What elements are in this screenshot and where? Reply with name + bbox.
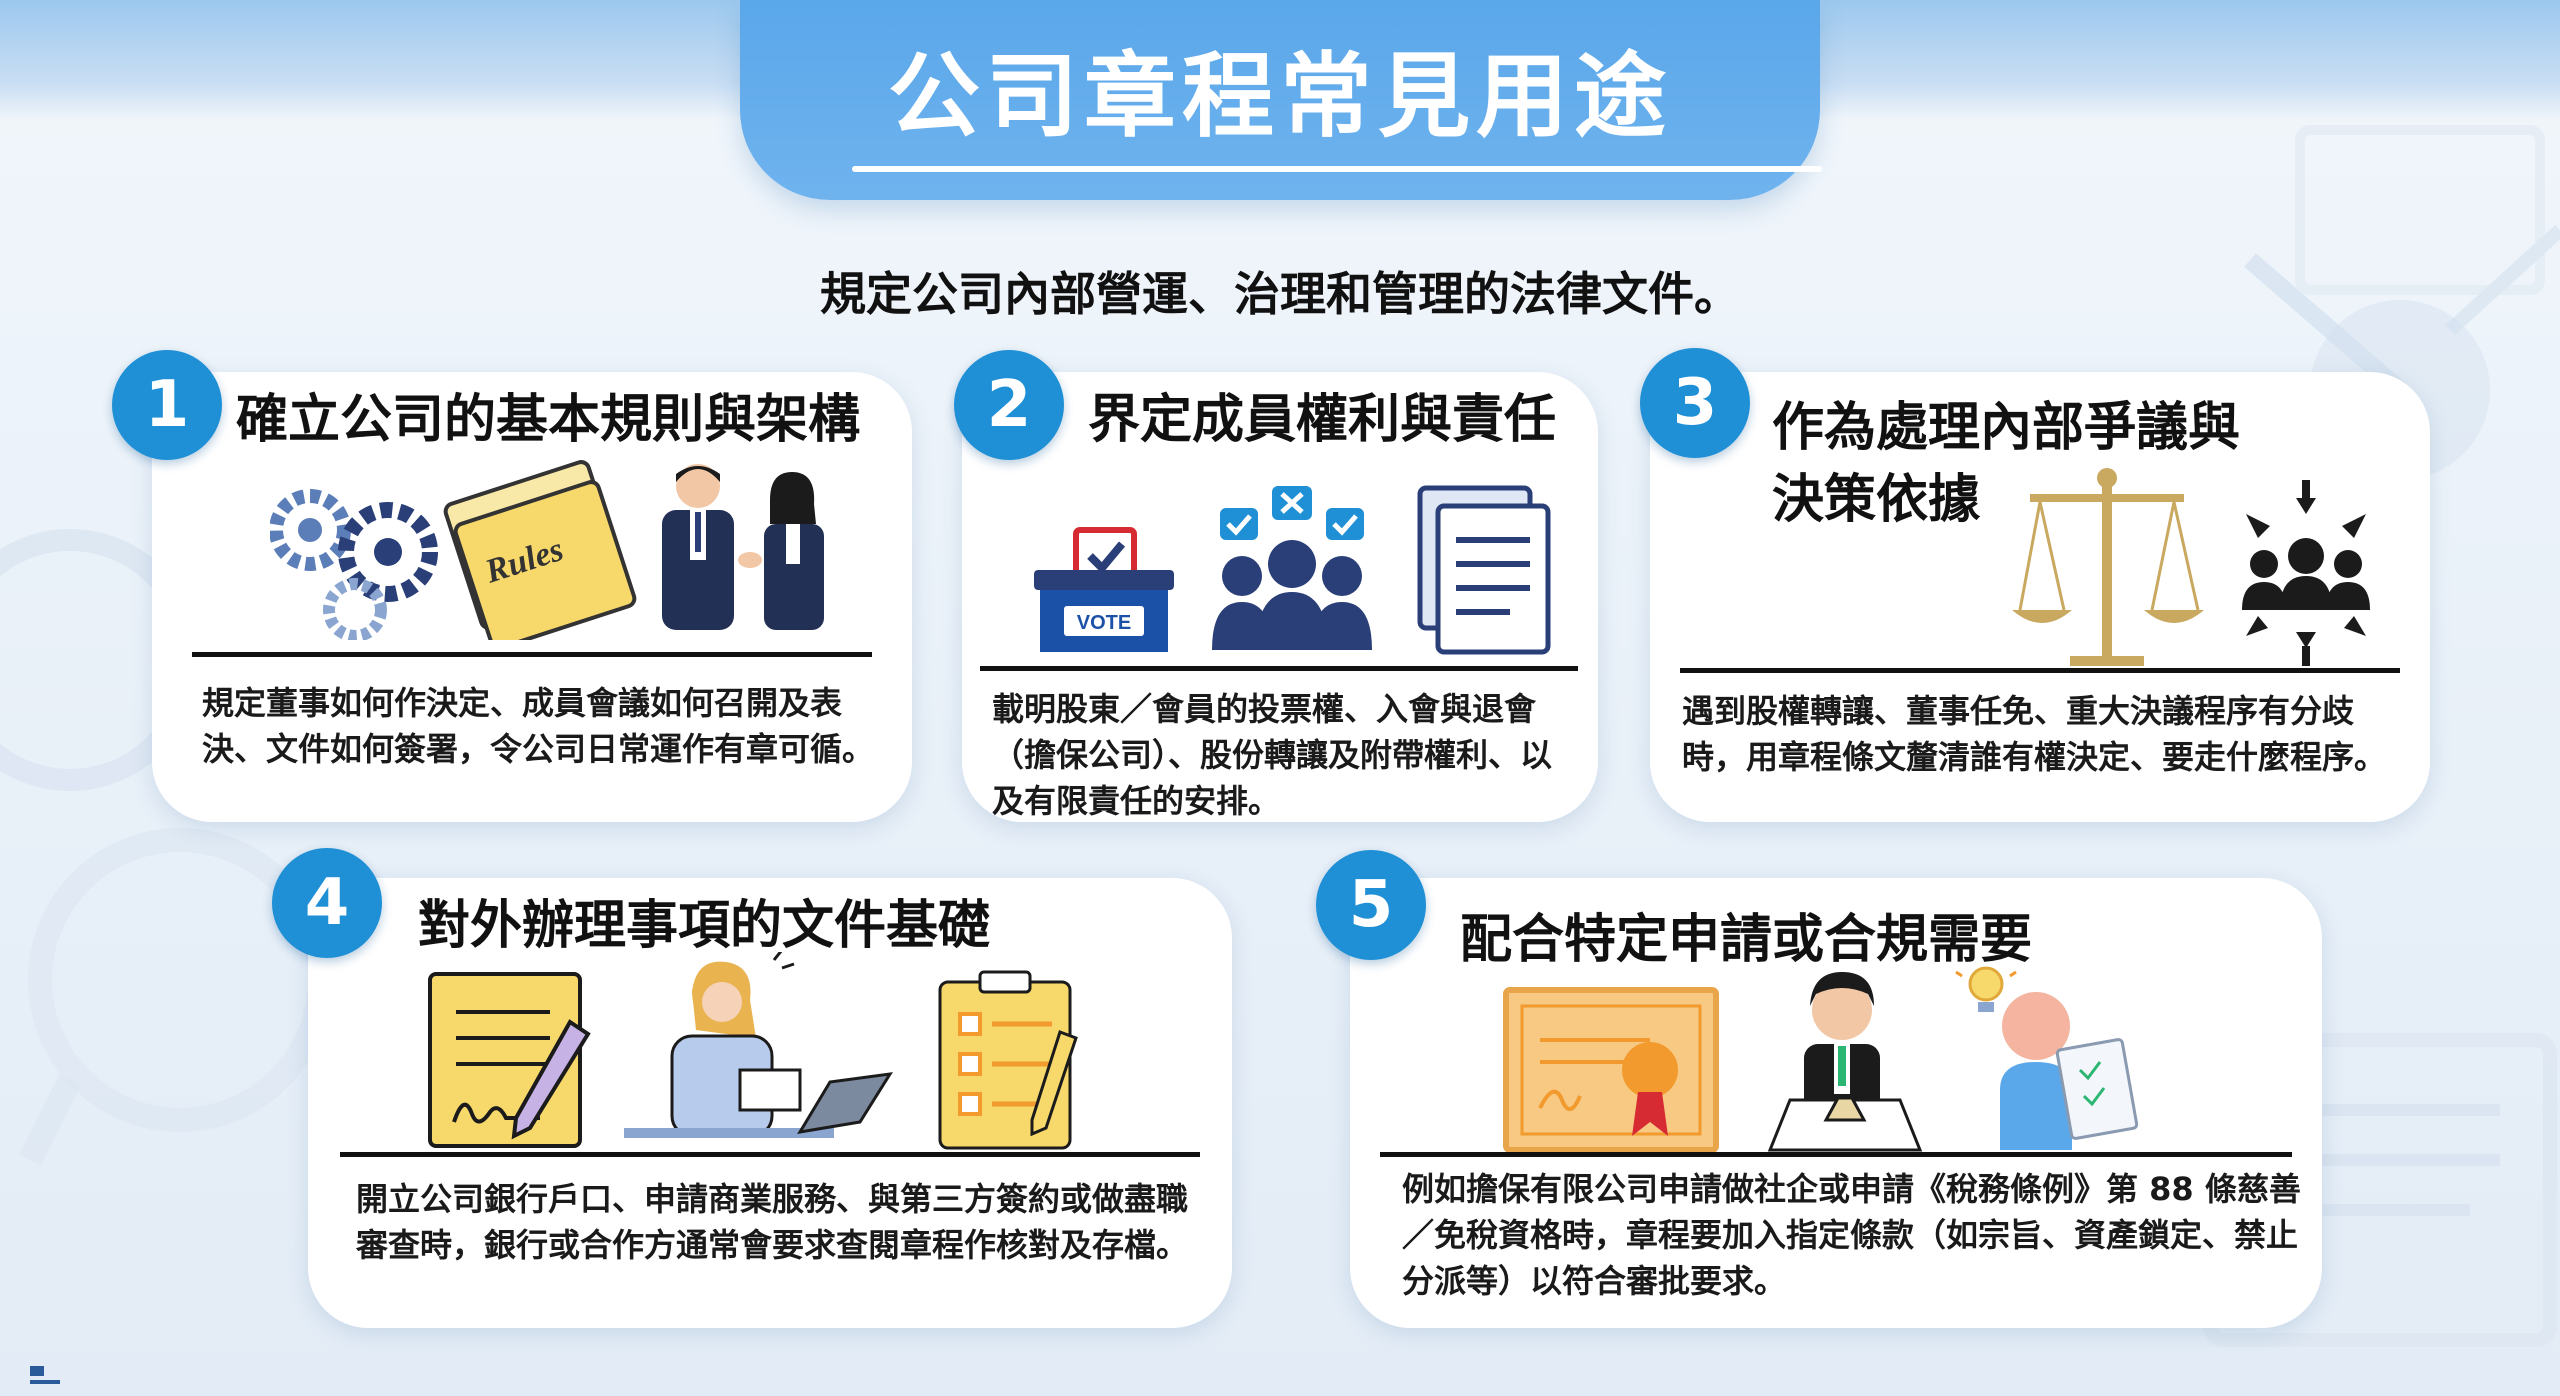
card-3-description-line: 遇到股權轉讓、董事任免、重大決議程序有分歧 bbox=[1682, 692, 2355, 730]
card-5-description: 例如擔保有限公司申請做社企或申請《稅務條例》第 88 條慈善 ／免稅資格時，章程… bbox=[1402, 1166, 2312, 1304]
card-4-description: 開立公司銀行戶口、申請商業服務、與第三方簽約或做盡職 審查時，銀行或合作方通常會… bbox=[356, 1176, 1216, 1268]
card-4-title: 對外辦理事項的文件基礎 bbox=[418, 896, 991, 956]
card-2-description-line: 載明股東／會員的投票權、入會與退會 bbox=[992, 690, 1537, 728]
card-3-description: 遇到股權轉讓、董事任免、重大決議程序有分歧 時，用章程條文釐清誰有權決定、要走什… bbox=[1682, 688, 2412, 780]
card-1-number-badge: 1 bbox=[112, 350, 222, 460]
card-4-description-line: 開立公司銀行戶口、申請商業服務、與第三方簽約或做盡職 bbox=[356, 1180, 1189, 1218]
card-2-title: 界定成員權利與責任 bbox=[1088, 390, 1557, 450]
card-5-illustration bbox=[1503, 966, 2139, 1153]
certificate-icon bbox=[1503, 987, 1719, 1153]
card-4-number-badge: 4 bbox=[272, 848, 382, 958]
card-5-description-line: 分派等）以符合審批要求。 bbox=[1402, 1262, 1787, 1300]
card-5-divider bbox=[1380, 1152, 2292, 1157]
card-3-title-line: 作為處理內部爭議與 bbox=[1772, 398, 2241, 458]
rules-document-icon: Rules bbox=[443, 460, 637, 640]
signed-document-icon bbox=[428, 972, 591, 1148]
documents-icon bbox=[1417, 485, 1551, 655]
page-subtitle: 規定公司內部營運、治理和管理的法律文件。 bbox=[820, 267, 1740, 321]
card-4-divider bbox=[340, 1152, 1200, 1157]
card-3-description-line: 時，用章程條文釐清誰有權決定、要走什麼程序。 bbox=[1682, 738, 2387, 776]
card-5-number-badge: 5 bbox=[1316, 850, 1426, 960]
card-2-description: 載明股東／會員的投票權、入會與退會 （擔保公司）、股份轉讓及附帶權利、以 及有限… bbox=[992, 686, 1582, 824]
brand-logo-icon bbox=[30, 1366, 60, 1384]
business-people-icon bbox=[662, 464, 824, 630]
card-3-title: 作為處理內部爭議與 決策依據 bbox=[1772, 392, 2240, 536]
card-2-divider bbox=[980, 666, 1578, 671]
card-4-illustration bbox=[428, 952, 1078, 1150]
title-underline bbox=[852, 166, 1822, 172]
group-vote-icon bbox=[1212, 486, 1372, 650]
card-1-description-line: 規定董事如何作決定、成員會議如何召開及表 bbox=[202, 684, 843, 722]
vote-label: VOTE bbox=[1077, 612, 1131, 634]
card-1-description-line: 決、文件如何簽署，令公司日常運作有章可循。 bbox=[202, 730, 875, 768]
card-2-number-badge: 2 bbox=[954, 350, 1064, 460]
person-idea-checklist-icon bbox=[1955, 966, 2139, 1150]
ballot-box-icon: VOTE bbox=[1034, 527, 1174, 652]
card-1-illustration: Rules bbox=[270, 460, 824, 640]
card-3-title-line: 決策依據 bbox=[1772, 470, 1981, 530]
official-at-desk-icon bbox=[1767, 972, 1923, 1152]
card-4-description-line: 審查時，銀行或合作方通常會要求查閱章程作核對及存檔。 bbox=[356, 1226, 1189, 1264]
card-1-title: 確立公司的基本規則與架構 bbox=[236, 390, 861, 450]
card-2-description-line: （擔保公司）、股份轉讓及附帶權利、以 bbox=[992, 736, 1553, 774]
card-5-description-line: ／免稅資格時，章程要加入指定條款（如宗旨、資產鎖定、禁止 bbox=[1402, 1216, 2299, 1254]
gears-icon bbox=[270, 489, 438, 640]
card-3-number-badge: 3 bbox=[1640, 348, 1750, 458]
card-3-divider bbox=[1680, 668, 2400, 673]
group-focus-icon bbox=[2242, 480, 2370, 666]
card-2-illustration: VOTE bbox=[1034, 485, 1551, 655]
card-5-title: 配合特定申請或合規需要 bbox=[1460, 910, 2033, 970]
page-title: 公司章程常見用途 bbox=[887, 43, 1672, 150]
card-3-illustration bbox=[2012, 468, 2370, 666]
checklist-icon bbox=[938, 970, 1078, 1150]
card-5-description-line: 例如擔保有限公司申請做社企或申請《稅務條例》第 88 條慈善 bbox=[1402, 1170, 2301, 1208]
woman-at-laptop-icon bbox=[624, 952, 893, 1138]
balance-scale-icon bbox=[2012, 468, 2204, 666]
card-1-divider bbox=[192, 652, 872, 657]
card-1-description: 規定董事如何作決定、成員會議如何召開及表 決、文件如何簽署，令公司日常運作有章可… bbox=[202, 680, 892, 772]
card-2-description-line: 及有限責任的安排。 bbox=[992, 782, 1281, 820]
